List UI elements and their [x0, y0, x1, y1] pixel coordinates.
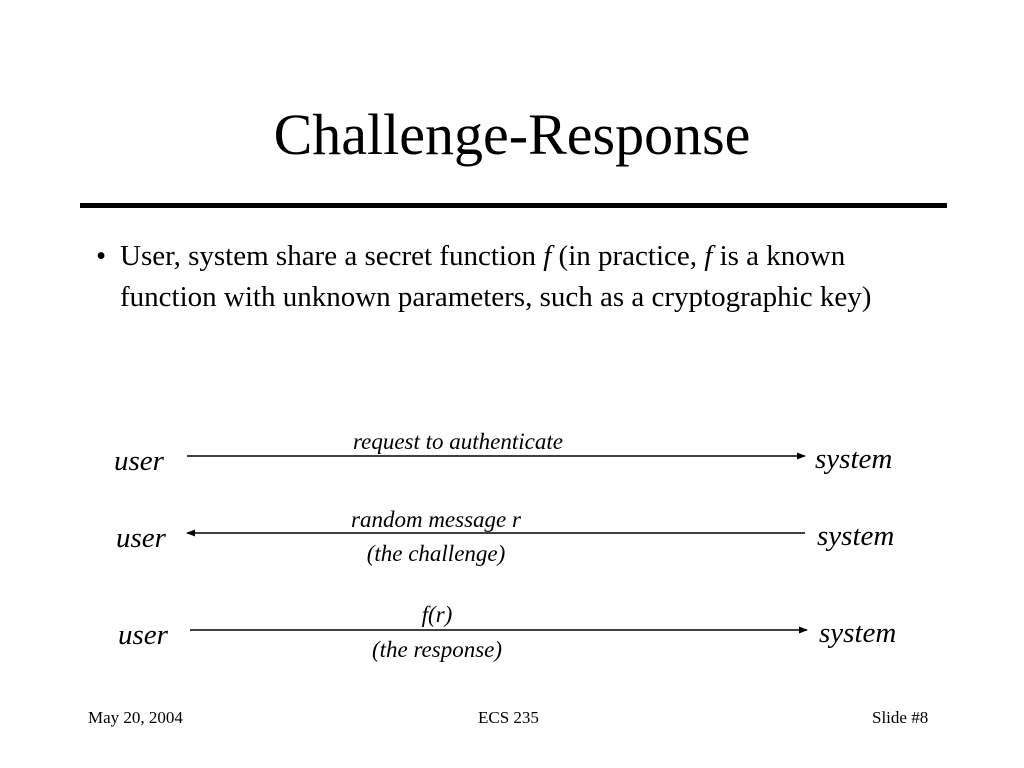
system-label: system — [819, 617, 897, 649]
system-label: system — [815, 443, 893, 475]
user-label: user — [114, 445, 164, 477]
function-symbol-f: f — [543, 240, 552, 272]
bullet-text-part3: is a known function with unknown paramet… — [120, 240, 872, 313]
response-label: f(r) — [421, 602, 453, 627]
bullet-text-part2: (in practice, — [551, 240, 705, 272]
function-symbol-f: f — [704, 240, 713, 272]
user-label: user — [116, 522, 166, 554]
bullet-text: User, system share a secret function f (… — [120, 236, 896, 318]
user-label: user — [118, 619, 168, 651]
response-caption: (the response) — [371, 637, 503, 662]
footer-course: ECS 235 — [478, 708, 539, 727]
slide-title: Challenge-Response — [273, 102, 751, 167]
footer-slide-number: Slide #8 — [872, 708, 929, 727]
bullet-marker: • — [96, 240, 107, 272]
challenge-caption: (the challenge) — [366, 541, 506, 566]
request-label: request to authenticate — [353, 429, 563, 454]
title-divider — [80, 203, 947, 208]
bullet-item: • User, system share a secret function f… — [96, 236, 896, 318]
bullet-text-part1: User, system share a secret function — [120, 240, 544, 272]
footer-date: May 20, 2004 — [88, 708, 183, 727]
system-label: system — [817, 520, 895, 552]
challenge-label: random message r — [351, 507, 521, 532]
